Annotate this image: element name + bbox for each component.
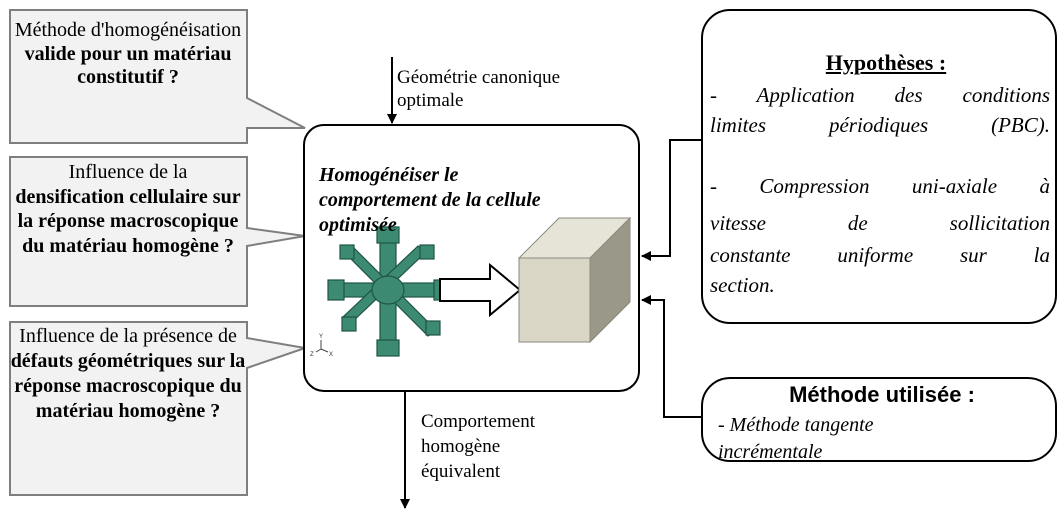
axis-label-z: Z — [310, 352, 314, 358]
hypotheses-line-5: constante uniforme sur la — [710, 243, 1050, 267]
hypotheses-title: Hypothèses : — [825, 50, 947, 75]
hypotheses-box — [701, 9, 1057, 324]
callout-2-pre: Influence de la — [68, 161, 188, 183]
callout-2-text: Influence de la densification cellulaire… — [10, 160, 246, 258]
hypotheses-line-3: - Compression uni-axiale à — [710, 174, 1050, 198]
methode-title: Méthode utilisée : — [789, 382, 975, 407]
callout-box-3 — [9, 321, 306, 496]
methode-line-2: incrémentale — [718, 441, 823, 463]
input-label-line-1: Géométrie canonique — [397, 67, 561, 88]
output-label: Comportement homogène équivalent — [421, 409, 535, 484]
hypotheses-line-4: vitesse de sollicitation — [710, 211, 1050, 235]
callout-1-text: Méthode d'homogénéisation valide pour un… — [10, 19, 246, 90]
central-title-line-2: comportement de la cellule — [319, 189, 541, 211]
central-title-line-1: Homogénéiser le — [319, 164, 459, 186]
axis-triad-icon — [315, 340, 329, 353]
input-label: Géométrie canonique optimale — [397, 66, 560, 112]
hypotheses-connector — [641, 139, 702, 261]
callout-2-bold: densification cellulaire sur la réponse … — [15, 185, 241, 257]
callout-3-pre: Influence de la présence de — [19, 325, 237, 347]
transform-arrow — [439, 262, 522, 318]
hypotheses-line-6: section. — [710, 273, 775, 297]
methode-box — [701, 377, 1057, 462]
central-title-line-3: optimisée — [319, 214, 397, 236]
output-label-line-1: Comportement — [421, 411, 535, 432]
lattice-cell-image — [327, 226, 451, 357]
hypotheses-line-1: - Application des conditions — [710, 83, 1050, 107]
input-label-line-2: optimale — [397, 90, 464, 112]
callout-box-2 — [9, 156, 306, 307]
output-label-line-3: équivalent — [421, 461, 501, 482]
axis-label-y: Y — [319, 334, 323, 340]
callout-1-bold: valide pour un matériau constitutif ? — [24, 42, 232, 89]
output-label-line-2: homogène — [421, 436, 501, 457]
axis-label-x: X — [329, 352, 333, 358]
homogenized-cube-image — [517, 216, 632, 344]
callout-1-pre: Méthode d'homogénéisation — [14, 19, 242, 41]
central-title: Homogénéiser le comportement de la cellu… — [319, 163, 599, 238]
methode-connector — [641, 295, 702, 418]
callout-box-1 — [9, 9, 306, 144]
callout-3-bold: défauts géométriques sur la réponse macr… — [10, 350, 246, 422]
methode-line-1: - Méthode tangente — [718, 414, 874, 436]
hypotheses-line-2: limites périodiques (PBC). — [710, 113, 1050, 137]
callout-3-text: Influence de la présence de défauts géom… — [10, 324, 246, 424]
